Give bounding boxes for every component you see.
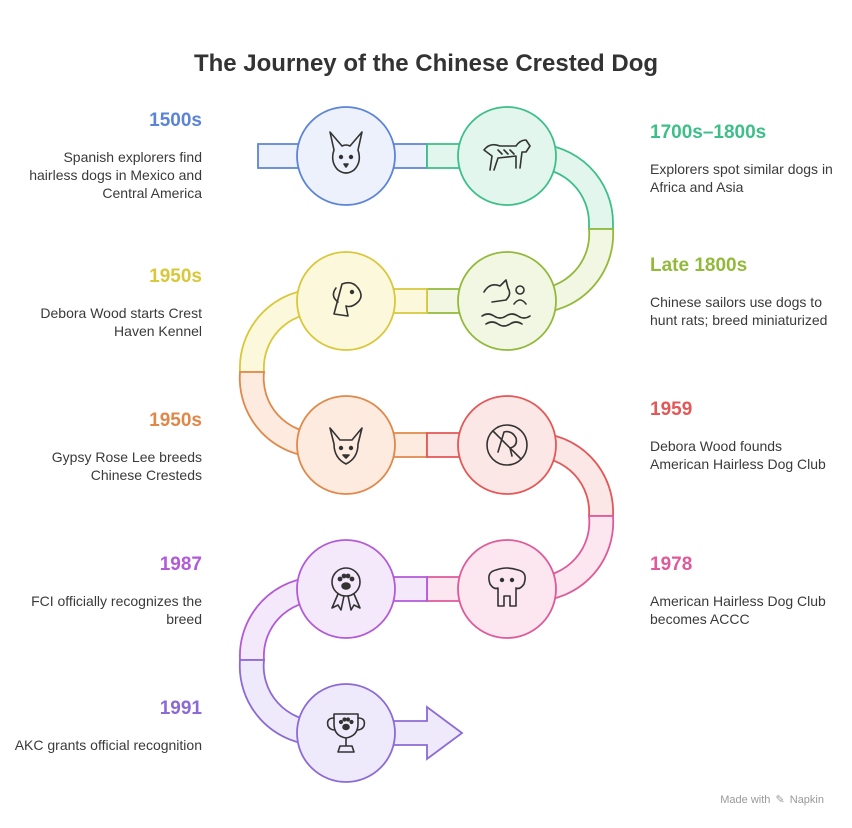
node-1700s: [457, 106, 557, 206]
napkin-credit: Made with ✎ Napkin: [720, 793, 824, 806]
event-label-1500s: 1500s Spanish explorers find hairless do…: [12, 110, 202, 202]
event-description: Debora Wood starts Crest Haven Kennel: [40, 305, 202, 339]
event-year: 1500s: [149, 110, 202, 131]
event-label-1987: 1987 FCI officially recognizes the breed: [12, 554, 202, 628]
node-late-1800s: [457, 251, 557, 351]
shaggy-dog-icon: [488, 567, 526, 607]
dog-face-icon: [329, 427, 363, 465]
node-1959: [457, 395, 557, 495]
event-label-1959: 1959 Debora Wood founds American Hairles…: [650, 399, 840, 473]
event-description: American Hairless Dog Club becomes ACCC: [650, 593, 826, 627]
event-year: 1959: [650, 399, 693, 420]
paw-award-ribbon-icon: [331, 567, 361, 611]
node-1991: [296, 683, 396, 783]
node-1987: [296, 539, 396, 639]
event-label-1950s-gypsy: 1950s Gypsy Rose Lee breeds Chinese Cres…: [12, 410, 202, 484]
event-label-1991: 1991 AKC grants official recognition: [12, 698, 202, 754]
chihuahua-face-icon: [329, 131, 363, 174]
event-year: 1950s: [149, 410, 202, 431]
event-year: 1991: [159, 698, 202, 719]
path-segments: [238, 143, 615, 761]
event-description: Debora Wood founds American Hairless Dog…: [650, 438, 826, 472]
event-description: FCI officially recognizes the breed: [31, 593, 202, 627]
event-year: Late 1800s: [650, 255, 748, 276]
event-year: 1987: [159, 554, 202, 575]
event-description: Explorers spot similar dogs in Africa an…: [650, 161, 833, 195]
walking-dog-icon: [483, 139, 531, 171]
dog-sailor-waves-icon: [481, 279, 531, 327]
made-with-text: Made with: [720, 794, 771, 806]
event-label-1978: 1978 American Hairless Dog Club becomes …: [650, 554, 840, 628]
event-description: AKC grants official recognition: [14, 737, 202, 753]
event-year: 1950s: [149, 266, 202, 287]
event-description: Spanish explorers find hairless dogs in …: [29, 149, 202, 201]
napkin-logo-icon: ✎: [775, 794, 785, 806]
brand-text: Napkin: [789, 794, 824, 806]
diagram-title: The Journey of the Chinese Crested Dog: [193, 50, 659, 77]
no-dog-hair-icon: [486, 424, 528, 466]
node-1978: [457, 539, 557, 639]
event-label-late-1800s: Late 1800s Chinese sailors use dogs to h…: [650, 255, 840, 329]
event-label-1950s-kennel: 1950s Debora Wood starts Crest Haven Ken…: [12, 266, 202, 340]
event-year: 1700s–1800s: [650, 122, 767, 143]
node-1500s: [296, 106, 396, 206]
paw-trophy-icon: [326, 713, 366, 753]
segment-1991: [238, 659, 464, 761]
crested-dog-head-icon: [332, 281, 362, 317]
event-description: Gypsy Rose Lee breeds Chinese Cresteds: [51, 449, 202, 483]
event-year: 1978: [650, 554, 693, 575]
event-label-1700s: 1700s–1800s Explorers spot similar dogs …: [650, 122, 840, 196]
event-description: Chinese sailors use dogs to hunt rats; b…: [650, 294, 828, 328]
node-1950s-gypsy: [296, 395, 396, 495]
node-1950s-kennel: [296, 251, 396, 351]
